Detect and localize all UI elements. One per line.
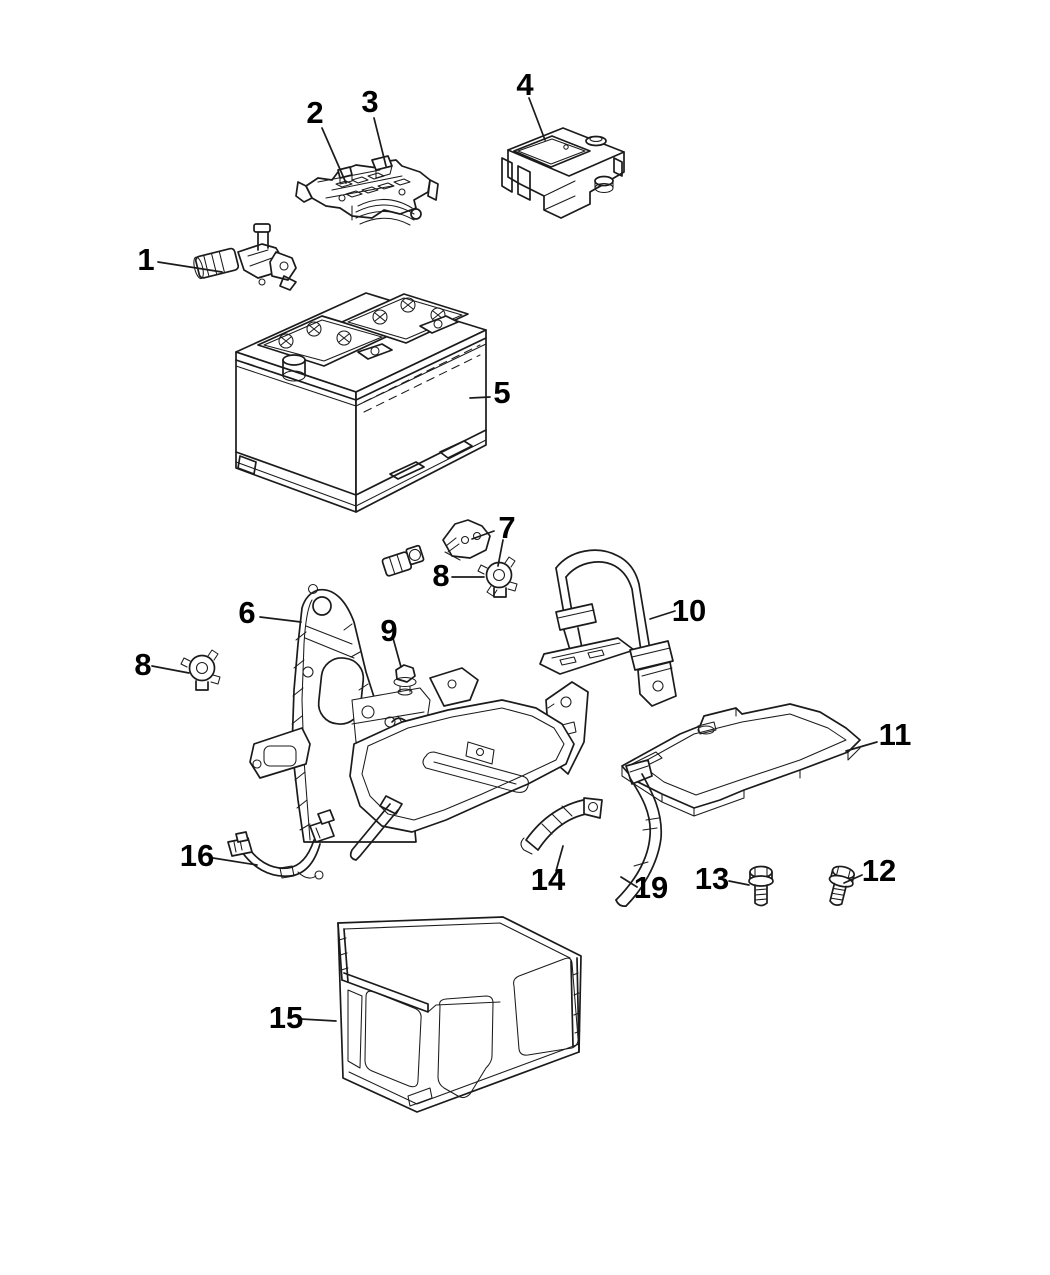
callout-7-label: 7 (498, 510, 515, 545)
callout-leader-lines (151, 97, 878, 1022)
callout-5-label: 5 (493, 375, 510, 410)
part-5-battery (235, 292, 487, 513)
part-15-insulator-box (337, 916, 582, 1113)
callout-8-left-label: 8 (134, 647, 151, 682)
callout-14-label: 14 (531, 862, 566, 897)
part-7-bracket (442, 519, 491, 561)
callout-4-label: 4 (516, 67, 534, 102)
terminal-bushing (381, 544, 425, 577)
battery-vent-caps (278, 297, 446, 349)
callout-12-label: 12 (862, 853, 896, 888)
part-1-battery-sensor (193, 223, 297, 291)
part-12-bolt (828, 865, 855, 906)
part-14-support-bracket (520, 797, 603, 855)
part-11-battery-tray (621, 703, 861, 817)
part-4-module-cover (501, 127, 625, 219)
callout-11-label: 11 (879, 717, 912, 752)
battery-terminals (282, 315, 459, 382)
callout-9-label: 9 (380, 613, 397, 648)
part-10-hold-down-strap (539, 549, 677, 707)
part-16-wiring-harness (227, 809, 335, 880)
callout-1-label: 1 (137, 242, 154, 277)
callout-13-label: 13 (695, 861, 729, 896)
callout-2-label: 2 (306, 95, 323, 130)
part-13-bolt (748, 865, 774, 907)
part-6-battery-support-assembly (249, 583, 589, 861)
part-19-vent-tube (615, 759, 663, 907)
callout-3-label: 3 (361, 84, 378, 119)
callout-6-label: 6 (238, 595, 255, 630)
callout-16-label: 16 (180, 838, 214, 873)
callout-15-label: 15 (269, 1000, 303, 1035)
callout-labels: 1 2 3 4 5 6 7 8 8 9 10 11 12 13 14 15 16… (134, 67, 911, 1035)
part-2-3-power-distribution-module (295, 155, 439, 226)
part-8-retainer-clip-upper (477, 556, 518, 598)
callout-19-label: 19 (634, 870, 668, 905)
callout-10-label: 10 (672, 593, 706, 628)
part-9-flange-nut (393, 664, 417, 696)
callout-8-upper-label: 8 (432, 558, 449, 593)
part-8-retainer-clip-left (180, 649, 221, 691)
